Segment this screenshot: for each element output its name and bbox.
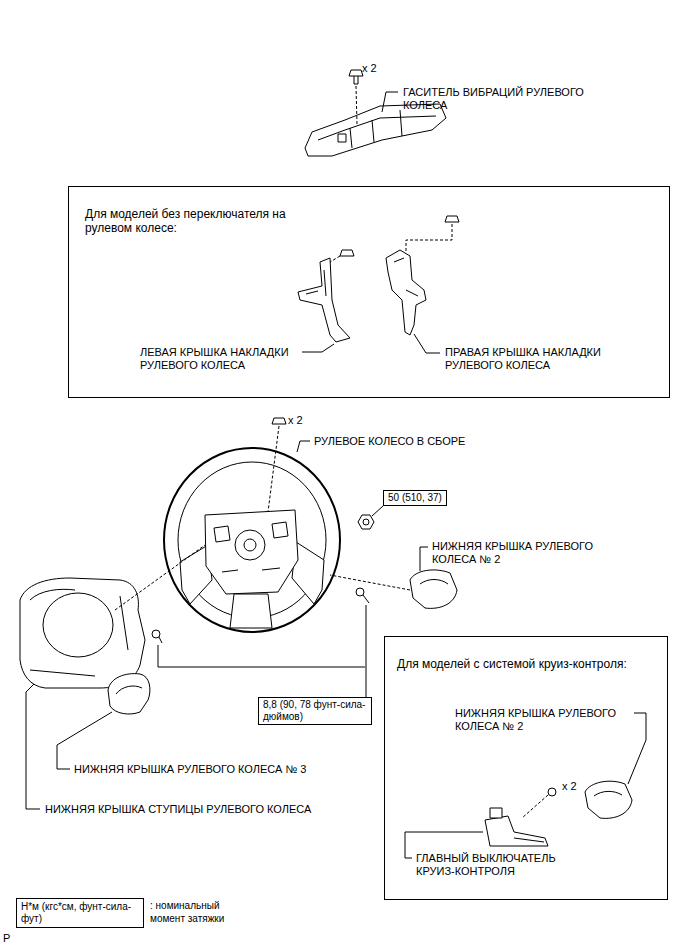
right-cover: [394, 258, 418, 296]
steering-wheel: [230, 594, 272, 628]
steering-wheel: [244, 539, 256, 551]
cruise-lower-cover-2: [585, 781, 632, 818]
frame-heading: Для моделей с системой круиз-контроля:: [397, 657, 662, 671]
hub-lower-cover: [20, 578, 145, 688]
torque-value: Н*м (кгс*см, фунт-сила-фут): [21, 901, 139, 925]
leader-line: [414, 334, 440, 353]
cruise-lower-cover-2: [585, 781, 632, 818]
leader-line: [57, 712, 112, 769]
quantity-mark: x 2: [288, 414, 303, 427]
leader-line: [26, 684, 40, 809]
cruise-switch: [514, 838, 544, 842]
legend-entry: : номинальный момент затяжки: [150, 900, 250, 925]
bolt: [268, 418, 286, 512]
bolt: [354, 76, 358, 84]
screw: [159, 637, 162, 643]
screw: [522, 788, 556, 818]
right-cover: [386, 250, 426, 335]
vibration-damper: [338, 134, 346, 142]
lower-cover-3: [116, 686, 142, 694]
bolt: [349, 70, 363, 124]
bolt: [272, 418, 286, 424]
torque-value: 50 (510, 37): [388, 492, 442, 504]
torque-box: 8,8 (90, 78 фунт-сила-дюймов): [258, 697, 372, 725]
bolt: [445, 216, 459, 222]
bolt: [330, 250, 354, 262]
leader-line: [420, 547, 428, 571]
cruise-lower-cover-2: [594, 791, 622, 796]
left-cover: [306, 270, 326, 296]
part-name: НИЖНЯЯ КРЫШКА РУЛЕВОГО КОЛЕСА № 2: [432, 540, 622, 566]
left-cover: [298, 258, 350, 342]
steering-wheel: [214, 522, 288, 542]
leader-line: [628, 713, 646, 784]
vibration-damper: [350, 110, 402, 148]
nut: [358, 515, 374, 529]
screw: [356, 588, 364, 596]
hub-lower-cover: [43, 593, 113, 657]
assembly-line: [115, 545, 205, 610]
lower-cover-3: [108, 674, 150, 714]
part-name: ПРАВАЯ КРЫШКА НАКЛАДКИ РУЛЕВОГО КОЛЕСА: [445, 346, 630, 372]
bolt: [406, 224, 452, 252]
legend-box: Н*м (кгс*см, фунт-сила-фут): [16, 898, 144, 928]
vibration-damper: [305, 104, 446, 156]
part-name: РУЛЕВОЕ КОЛЕСО В СБОРЕ: [314, 435, 465, 448]
steering-wheel: [222, 568, 280, 572]
bolt: [268, 426, 279, 512]
frame-heading: Для моделей без переключателя на рулевом…: [85, 207, 330, 236]
bolt: [356, 86, 357, 124]
leader-line: [302, 344, 334, 352]
lower-cover-2: [410, 570, 457, 608]
bolt: [340, 250, 354, 256]
screw: [152, 630, 160, 638]
part-name: ЛЕВАЯ КРЫШКА НАКЛАДКИ РУЛЕВОГО КОЛЕСА: [140, 346, 310, 372]
assembly-line: [330, 575, 410, 590]
bolt: [330, 256, 340, 262]
cruise-switch: [490, 808, 502, 818]
part-name: ГАСИТЕЛЬ ВИБРАЦИЙ РУЛЕВОГО КОЛЕСА: [403, 86, 603, 112]
part-name: ГЛАВНЫЙ ВЫКЛЮЧАТЕЛЬ КРУИЗ-КОНТРОЛЯ: [416, 852, 591, 878]
cruise-switch: [485, 808, 548, 846]
left-cover: [298, 258, 350, 342]
nut: [358, 515, 374, 529]
torque-value: 8,8 (90, 78 фунт-сила-дюймов): [263, 699, 367, 723]
legend-text: : номинальный момент затяжки: [150, 900, 250, 925]
vibration-damper: [305, 104, 446, 156]
screw: [363, 595, 369, 603]
leader-line: [366, 605, 367, 697]
steering-wheel: [164, 448, 340, 632]
torque-box: 50 (510, 37): [383, 490, 447, 506]
lower-cover-2: [420, 580, 448, 585]
bolt: [406, 216, 459, 252]
screw: [522, 795, 548, 818]
nut: [363, 519, 369, 525]
steering-wheel: [235, 530, 265, 560]
right-cover: [386, 250, 426, 335]
vibration-damper: [318, 116, 436, 140]
screw: [356, 588, 369, 603]
screw: [548, 788, 556, 796]
part-name: НИЖНЯЯ КРЫШКА РУЛЕВОГО КОЛЕСА № 2: [455, 707, 630, 733]
part-name: НИЖНЯЯ КРЫШКА РУЛЕВОГО КОЛЕСА № 3: [74, 763, 306, 776]
quantity-mark: x 2: [362, 62, 377, 75]
lower-cover-2: [410, 570, 457, 608]
steering-wheel: [205, 510, 298, 594]
quantity-mark: x 2: [562, 780, 577, 793]
part-name: НИЖНЯЯ КРЫШКА СТУПИЦЫ РУЛЕВОГО КОЛЕСА: [45, 803, 311, 816]
steering-wheel: [164, 448, 340, 632]
hub-lower-cover: [20, 578, 145, 688]
cruise-switch: [485, 816, 548, 846]
screw: [152, 630, 162, 643]
lower-cover-3: [108, 674, 150, 714]
leader-line: [297, 441, 310, 452]
page-mark: P: [3, 932, 10, 945]
leader-line: [158, 645, 365, 667]
leader-line: [372, 506, 383, 516]
bolt: [349, 70, 363, 76]
leader-line: [382, 92, 398, 112]
hub-lower-cover: [30, 589, 128, 676]
